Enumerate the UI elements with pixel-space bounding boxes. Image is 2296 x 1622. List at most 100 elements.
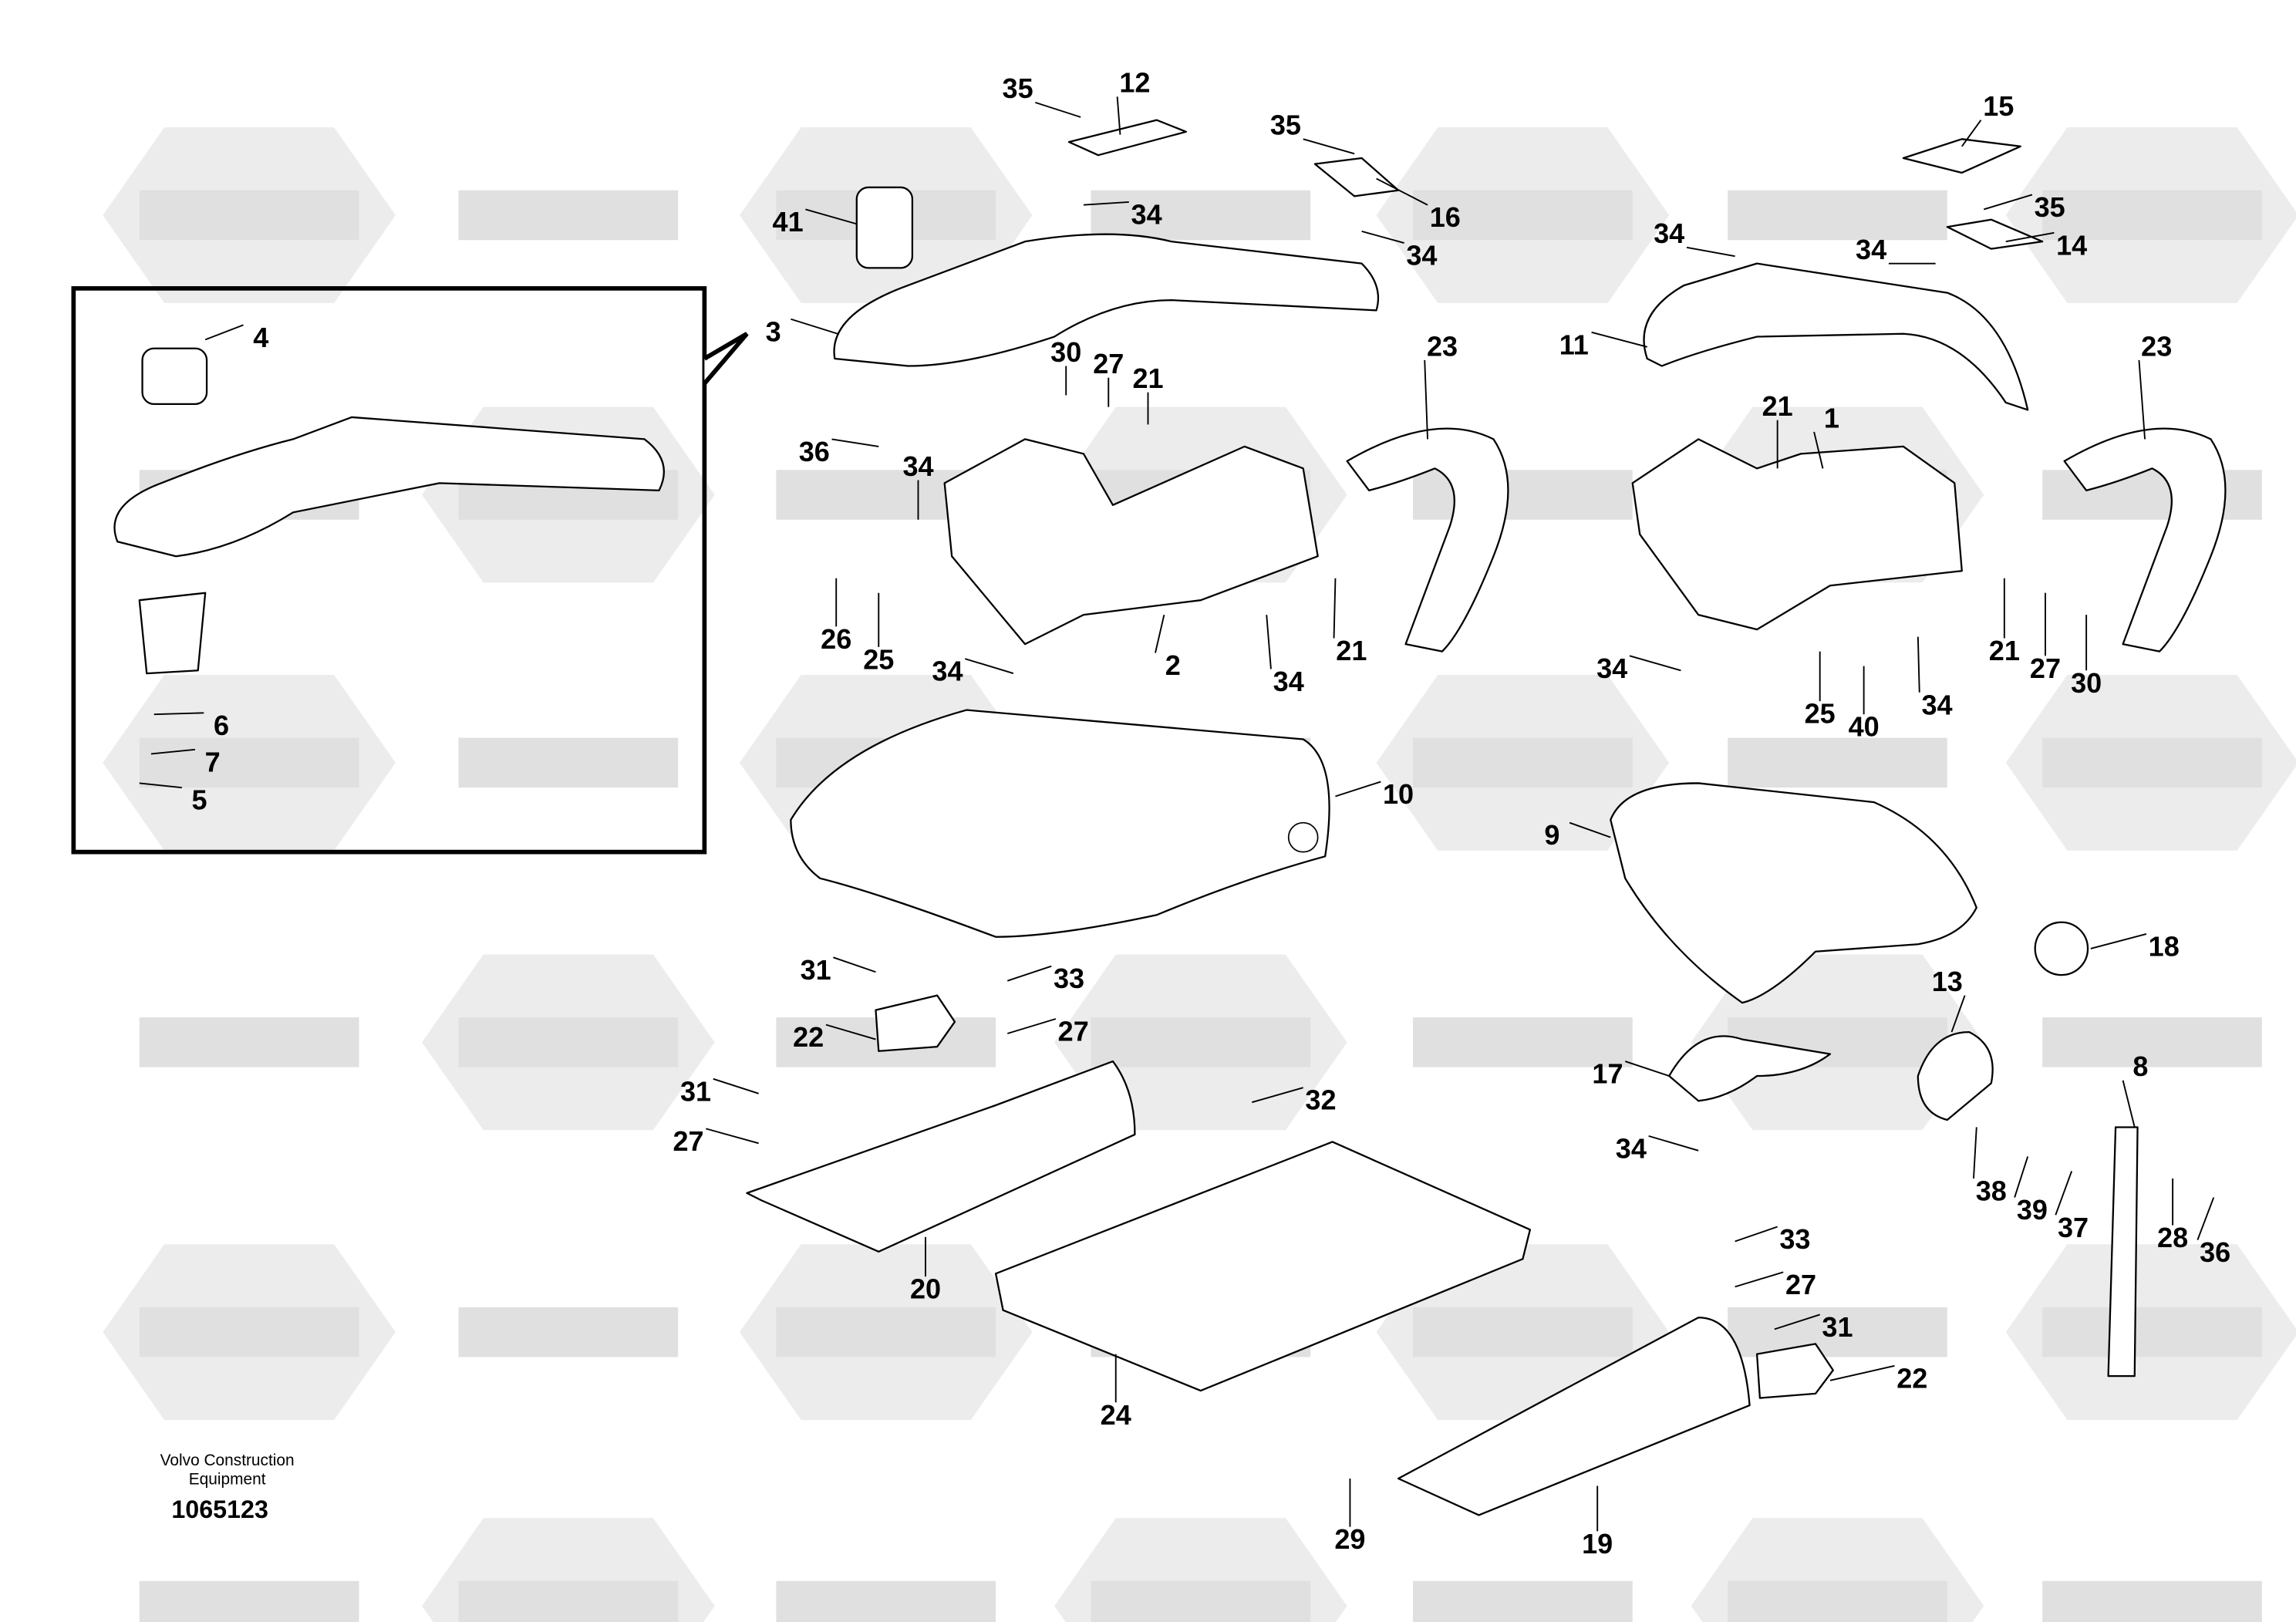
callout-leader-line [1829,1364,1895,1381]
callout-leader-line [1569,821,1611,838]
callout-1: 1 [1824,402,1839,433]
callout-34: 34 [1406,240,1437,271]
callout-39: 39 [2017,1194,2048,1226]
callout-leader-line [805,208,858,225]
part-plate-24 [994,1141,1532,1392]
callout-2: 2 [1165,649,1181,681]
drawing-number: 1065123 [171,1496,268,1523]
watermark-band [139,190,359,241]
callout-leader-line [2014,1156,2029,1198]
callout-18: 18 [2149,930,2180,962]
callout-17: 17 [1592,1058,1623,1090]
callout-leader-line [1335,781,1381,798]
callout-leader-line [1361,230,1404,244]
part-cover-19 [1397,1317,1751,1516]
watermark-band [776,1307,996,1357]
callout-leader-line [1629,655,1681,672]
part-cover-3 [833,233,1380,367]
callout-41: 41 [773,206,804,238]
callout-34: 34 [1273,666,1304,697]
part-cap-18 [2034,921,2089,976]
callout-9: 9 [1544,819,1559,851]
callout-27: 27 [1058,1016,1089,1047]
callout-6: 6 [214,710,229,741]
part-plate-16 [1313,157,1400,197]
callout-35: 35 [1003,73,1033,104]
part-shroud-10 [790,709,1330,938]
callout-leader-line [1591,331,1647,348]
callout-leader-line [1983,194,2033,211]
callout-34: 34 [1131,198,1162,230]
callout-40: 40 [1849,711,1880,743]
callout-34: 34 [1616,1132,1647,1164]
hole-icon [1287,821,1319,853]
callout-leader-line [1424,359,1428,440]
callout-leader-line [2090,933,2147,949]
part-boss-22-right [1755,1343,1834,1399]
callout-leader-line [1648,1135,1699,1152]
callout-leader-line [831,438,879,447]
watermark-band [776,1580,996,1622]
part-plate-15 [1902,138,2021,174]
part-plate-14 [1946,218,2044,250]
callout-leader-line [1735,1271,1784,1288]
watermark-band [2042,1580,2262,1622]
callout-leader-line [204,324,244,341]
parts-drawing [71,119,2227,1516]
callout-leader-line [139,782,182,789]
company-name-line2: Equipment [189,1471,266,1489]
company-name-line1: Volvo Construction [160,1452,295,1469]
callout-leader-line [1333,578,1337,639]
part-hose-23-right [2063,427,2227,653]
callout-33: 33 [1054,963,1084,994]
callout-19: 19 [1582,1528,1613,1560]
callout-leader-line [1813,431,1824,469]
watermark-band [1728,737,1947,788]
callout-30: 30 [1050,336,1081,368]
part-cover-11 [1643,262,2029,411]
watermark-band [1413,1017,1633,1067]
callout-34: 34 [1654,218,1684,249]
callout-leader-line [1376,177,1428,206]
callout-34: 34 [1856,234,1886,265]
callout-leader-line [1266,615,1272,669]
watermark-band [1728,190,1947,241]
callout-leader-line [1116,96,1121,135]
callout-26: 26 [821,623,851,655]
callout-13: 13 [1932,966,1963,997]
callout-leader-line [706,1128,759,1145]
callout-35: 35 [1270,110,1301,141]
callout-30: 30 [2071,667,2102,699]
watermark-band [1413,1307,1633,1357]
callout-27: 27 [1785,1269,1816,1300]
callout-leader-line [2122,1080,2136,1128]
callout-leader-line [1973,1127,1977,1179]
part-knob-41 [855,186,914,269]
watermark-band [458,1307,679,1357]
callout-leader-line [1774,1313,1820,1330]
part-shroud-9 [1610,782,1977,1004]
callout-34: 34 [1921,689,1952,720]
callout-3: 3 [766,315,781,347]
inset-pointer [703,332,749,386]
callout-leader-line [1686,246,1735,258]
watermark-band [2042,737,2262,788]
callout-leader-line [153,712,204,716]
watermark-band [458,1580,679,1622]
callout-leader-line [1006,965,1052,982]
callout-25: 25 [1805,698,1836,730]
callout-leader-line [1624,1061,1670,1077]
callout-leader-line [1961,120,1982,147]
callout-37: 37 [2058,1212,2089,1243]
part-plate-12 [1067,119,1187,157]
part-cover-20 [746,1060,1136,1253]
callout-leader-line [2197,1197,2215,1240]
callout-leader-line [2055,1171,2073,1216]
watermark-band [1413,190,1633,241]
part-lever-8 [2107,1126,2139,1378]
callout-29: 29 [1334,1523,1365,1555]
part-frame-2 [943,438,1319,646]
watermark-band [1091,1017,1311,1067]
watermark-band [458,190,679,241]
